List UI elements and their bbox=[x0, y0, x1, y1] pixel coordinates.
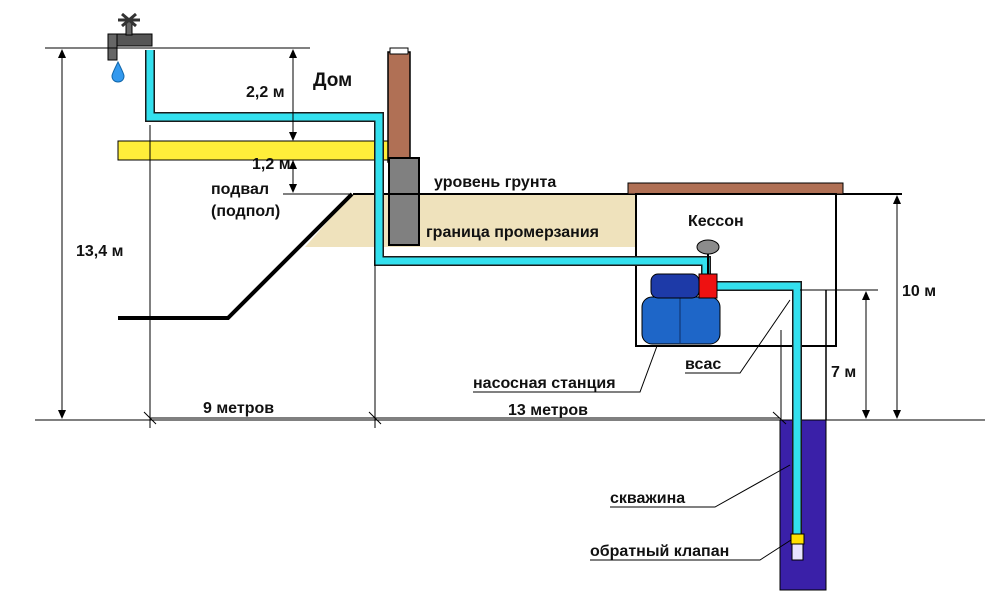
house-label: Дом bbox=[313, 70, 352, 91]
total-height-label: 13,4 м bbox=[76, 243, 123, 260]
caisson-lid bbox=[627, 182, 844, 195]
caisson-distance-label: 13 метров bbox=[508, 402, 588, 419]
caisson-box bbox=[635, 193, 837, 347]
pump-tank bbox=[641, 296, 721, 345]
caisson-label: Кессон bbox=[688, 213, 744, 230]
basement-slope bbox=[118, 192, 354, 320]
suction-label: всас bbox=[685, 356, 721, 373]
water-pipe-fill bbox=[146, 50, 801, 536]
water-drop-icon bbox=[111, 60, 125, 83]
water-pipe bbox=[145, 50, 802, 536]
check-valve-filter bbox=[791, 543, 804, 561]
floor-height-label: 1,2 м bbox=[252, 156, 291, 173]
frozen-soil-area bbox=[305, 194, 635, 247]
leader-lines bbox=[473, 299, 792, 561]
ground-level-label: уровень грунта bbox=[434, 174, 556, 191]
foundation-wall bbox=[388, 157, 420, 246]
pump-station-label: насосная станция bbox=[473, 375, 616, 392]
pump-relay bbox=[698, 273, 718, 299]
pressure-gauge bbox=[696, 239, 720, 255]
well-shaft bbox=[779, 419, 827, 591]
basement-label: подвал bbox=[211, 181, 269, 198]
basement-sub-label: (подпол) bbox=[211, 203, 280, 220]
freeze-line-label: граница промерзания bbox=[426, 224, 599, 241]
pipe-depth-label: 7 м bbox=[831, 364, 856, 381]
pump-station bbox=[641, 239, 721, 345]
dimension-lines bbox=[45, 47, 901, 428]
water-tap-icon bbox=[107, 12, 153, 61]
tap-height-label: 2,2 м bbox=[246, 84, 285, 101]
well-label: скважина bbox=[610, 490, 685, 507]
chimney bbox=[387, 51, 411, 163]
check-valve bbox=[790, 533, 805, 545]
house-distance-label: 9 метров bbox=[203, 400, 274, 417]
caisson-depth-label: 10 м bbox=[902, 283, 936, 300]
pump-motor bbox=[650, 273, 700, 299]
chimney-cap bbox=[389, 47, 409, 55]
frozen-soil-zone bbox=[305, 194, 635, 247]
check-valve-label: обратный клапан bbox=[590, 543, 729, 560]
